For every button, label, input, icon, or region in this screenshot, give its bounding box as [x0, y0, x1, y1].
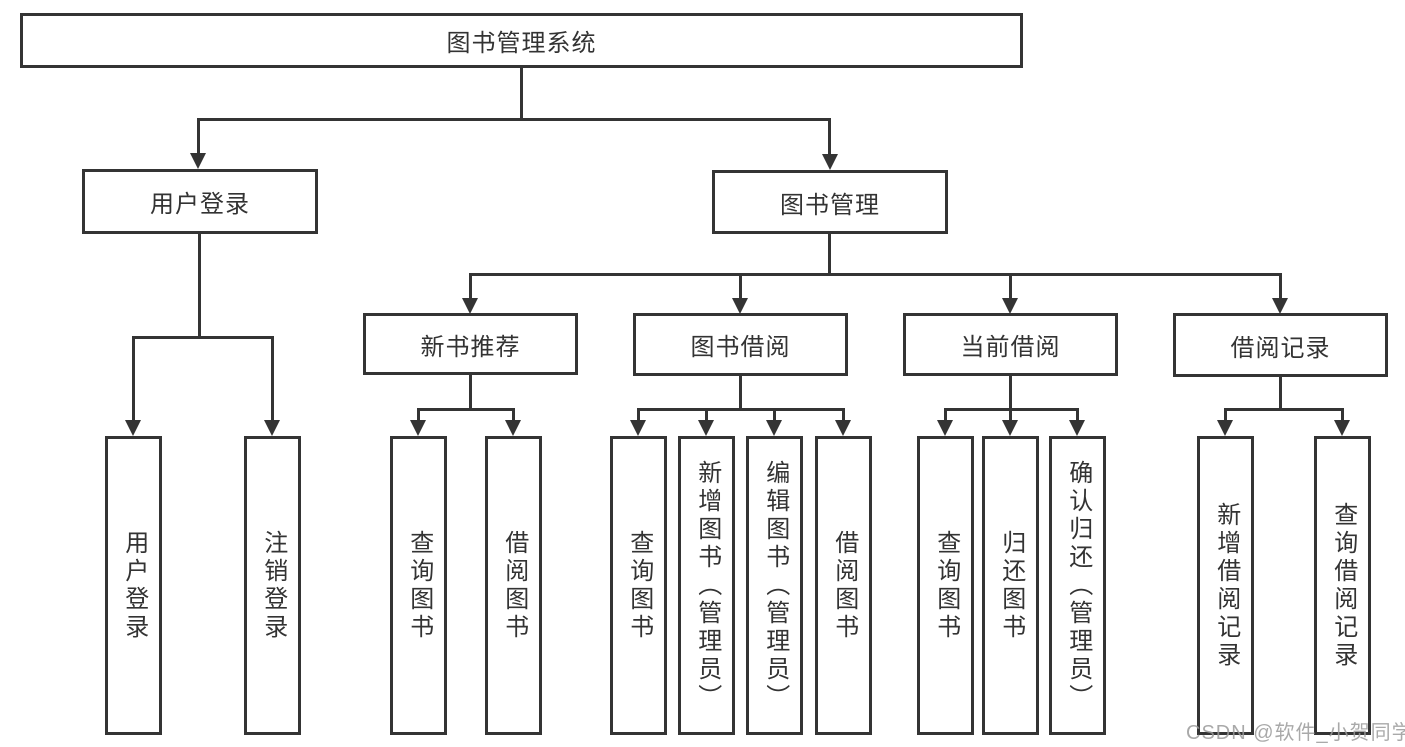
connector-drop [417, 408, 420, 421]
connector-user-login-stem [198, 234, 201, 336]
arrowhead [630, 420, 646, 436]
leaf-add-book-admin: 新增图书（管理员） [678, 436, 735, 735]
node-book-management: 图书管理 [712, 170, 948, 234]
arrowhead [505, 420, 521, 436]
connector-book-borrow-stem [739, 376, 742, 408]
connector-new-book-children [417, 408, 515, 411]
arrowhead [410, 420, 426, 436]
arrowhead-borrow-records [1272, 298, 1288, 314]
node-book-borrowing: 图书借阅 [633, 313, 848, 376]
connector-user-login-drop [197, 118, 200, 154]
leaf-borrow-books: 借阅图书 [485, 436, 542, 735]
connector-borrow-records-stem [1279, 377, 1282, 408]
watermark: CSDN @软件_小贺同学 [1186, 722, 1405, 744]
leaf-query-books: 查询图书 [390, 436, 447, 735]
arrowhead [1069, 420, 1085, 436]
connector-book-mgmt-stem [828, 234, 831, 273]
connector-new-book-stem [469, 375, 472, 408]
arrowhead [937, 420, 953, 436]
leaf-query-books: 查询图书 [917, 436, 974, 735]
node-new-book-recommendation: 新书推荐 [363, 313, 578, 375]
connector-drop [1009, 408, 1012, 421]
arrowhead-leaf-logout [264, 420, 280, 436]
leaf-query-books: 查询图书 [610, 436, 667, 735]
arrowhead-current-borrow [1002, 298, 1018, 314]
connector-leaf-logout-drop [271, 336, 274, 421]
connector-user-login-children [132, 336, 274, 339]
connector-drop [637, 408, 640, 421]
connector-level3 [469, 273, 1281, 276]
connector-borrow-records-children [1224, 408, 1344, 411]
leaf-borrow-books: 借阅图书 [815, 436, 872, 735]
connector-current-borrow-drop [1009, 273, 1012, 299]
arrowhead [835, 420, 851, 436]
arrowhead [766, 420, 782, 436]
connector-drop [842, 408, 845, 421]
connector-current-borrow-stem [1009, 376, 1012, 408]
arrowhead-book-borrow [732, 298, 748, 314]
arrowhead-leaf-user-login [125, 420, 141, 436]
connector-drop [705, 408, 708, 421]
connector-root-stem [520, 68, 523, 118]
connector-book-borrow-drop [739, 273, 742, 299]
leaf-user-login: 用户登录 [105, 436, 162, 735]
leaf-edit-book-admin: 编辑图书（管理员） [746, 436, 803, 735]
node-user-login: 用户登录 [82, 169, 318, 234]
connector-drop [1224, 408, 1227, 421]
arrowhead [1217, 420, 1233, 436]
connector-leaf-user-login-drop [132, 336, 135, 421]
arrowhead-new-book [462, 298, 478, 314]
connector-level2 [197, 118, 831, 121]
arrowhead-user-login [190, 153, 206, 169]
connector-book-borrow-children [637, 408, 845, 411]
arrowhead [1334, 420, 1350, 436]
connector-drop [1076, 408, 1079, 421]
arrowhead-book-mgmt [822, 154, 838, 170]
node-borrowing-records: 借阅记录 [1173, 313, 1388, 377]
leaf-return-books: 归还图书 [982, 436, 1039, 735]
leaf-query-borrow-record: 查询借阅记录 [1314, 436, 1371, 735]
connector-drop [773, 408, 776, 421]
leaf-add-borrow-record: 新增借阅记录 [1197, 436, 1254, 735]
connector-book-mgmt-drop [828, 118, 831, 154]
node-library-management-system: 图书管理系统 [20, 13, 1023, 68]
connector-drop [1341, 408, 1344, 421]
node-current-borrowing: 当前借阅 [903, 313, 1118, 376]
arrowhead [698, 420, 714, 436]
leaf-logout: 注销登录 [244, 436, 301, 735]
connector-drop [944, 408, 947, 421]
connector-new-book-drop [469, 273, 472, 299]
leaf-confirm-return-admin: 确认归还（管理员） [1049, 436, 1106, 735]
arrowhead [1002, 420, 1018, 436]
connector-drop [512, 408, 515, 421]
connector-borrow-records-drop [1279, 273, 1282, 299]
